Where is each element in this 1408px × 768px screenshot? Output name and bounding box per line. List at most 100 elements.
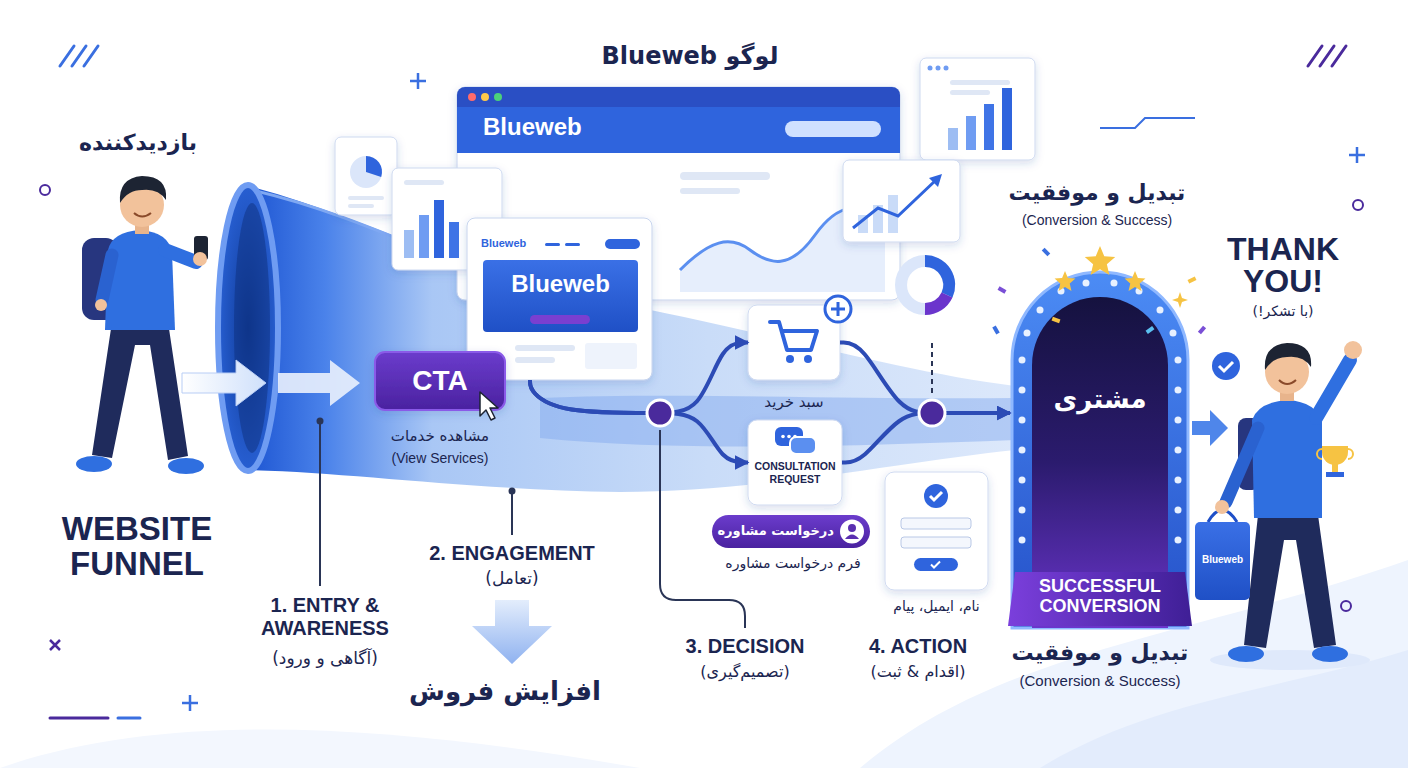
success-arch-part-part xyxy=(1175,417,1182,424)
success-arch-part-part xyxy=(1019,417,1026,424)
visitor-label: بازدیدکننده xyxy=(79,130,197,156)
chart-card-part xyxy=(1002,88,1012,150)
consultation-pill-part xyxy=(840,520,864,544)
confetti-part xyxy=(1188,276,1197,283)
decoration-part-part xyxy=(72,46,86,66)
stage-subtitle-box: (تصمیم‌گیری) xyxy=(700,662,789,681)
funnel xyxy=(218,185,1015,492)
visitor-figure xyxy=(76,176,208,474)
dashed-leader xyxy=(931,343,933,397)
cart-card-part xyxy=(825,296,851,322)
leader-lines-part xyxy=(320,424,745,628)
visitor-figure-part xyxy=(102,255,112,300)
stage-title: 3. DECISION xyxy=(686,634,805,658)
arch-label-box: مشتری xyxy=(1014,384,1186,415)
browser-window: Blueweb xyxy=(457,87,900,300)
stage-title-box: 4. ACTION xyxy=(869,634,967,658)
growth-card-part xyxy=(929,174,942,187)
browser-window-part xyxy=(468,93,476,101)
customer-figure-part xyxy=(1244,515,1336,648)
stage-subtitle: (اقدام & ثبت) xyxy=(871,662,966,681)
decoration-part xyxy=(182,695,198,711)
browser-window-part xyxy=(481,93,489,101)
pie-card-part xyxy=(335,137,397,215)
cta-caption-box: (View Services) xyxy=(392,450,489,467)
exit-arrow xyxy=(1192,410,1228,446)
leader-lines-part-part xyxy=(319,424,321,586)
banner-label-box: SUCCESSFUL CONVERSION xyxy=(1018,576,1182,616)
logo-title: لوگو Blueweb xyxy=(602,42,779,71)
browser-window-part xyxy=(680,172,770,180)
landing-page-card-part xyxy=(585,343,637,369)
cta-caption: (View Services) xyxy=(392,450,489,467)
visitor-figure-part xyxy=(95,299,107,311)
success-arch-part-part xyxy=(1024,330,1031,337)
success-subtitle-box: (Conversion & Success) xyxy=(1022,212,1172,229)
bar-card-part xyxy=(434,200,444,258)
consultation-pill-part xyxy=(848,524,856,532)
bar-card-part xyxy=(419,215,429,258)
stage-subtitle-box: (آگاهی و ورود) xyxy=(272,648,378,668)
browser-window-part xyxy=(785,121,881,137)
pie-card-part xyxy=(348,196,384,200)
success-arch-part-part xyxy=(1083,280,1090,287)
chart-card-part xyxy=(966,116,976,150)
success-arch-part-part xyxy=(1175,507,1182,514)
stage-subtitle: (آگاهی و ورود) xyxy=(272,648,378,668)
bar-card-part xyxy=(449,222,459,258)
decoration-part xyxy=(1100,118,1195,128)
success-arch-part-part xyxy=(1157,307,1164,314)
landing-page-card-part xyxy=(605,239,640,249)
donut-chart-part xyxy=(901,261,949,309)
browser-window-part xyxy=(680,188,740,194)
bag-label: Blueweb xyxy=(1199,554,1246,566)
chart-card-part xyxy=(920,58,1035,160)
cta-caption: مشاهده خدمات xyxy=(391,427,489,445)
visitor-figure-part xyxy=(168,458,204,474)
stage-subtitle: (تصمیم‌گیری) xyxy=(700,662,789,681)
stage-title: 4. ACTION xyxy=(869,634,967,658)
chart-card-part xyxy=(948,128,958,150)
consultation-card-part xyxy=(787,435,791,439)
decoration-part xyxy=(1308,46,1346,66)
thank-you-subtitle-box: (با تشکر!) xyxy=(1253,303,1314,320)
success-arch-part-part xyxy=(1019,357,1026,364)
success-arch-part-part xyxy=(1175,357,1182,364)
form-card-part xyxy=(930,492,942,500)
customer-figure-part xyxy=(1219,362,1233,371)
card-label-box: CONSULTATION REQUEST xyxy=(752,460,838,485)
stage-title-box: 2. ENGAGEMENT xyxy=(429,541,595,565)
pie-card-part xyxy=(366,156,382,177)
form-card: نام، ایمیل، پیام xyxy=(885,472,988,590)
button-label-box: CTA xyxy=(379,364,501,398)
stage-subtitle: (تعامل) xyxy=(485,568,538,588)
success-arch-part-part xyxy=(1037,307,1044,314)
merge-junction xyxy=(919,400,945,426)
pie-card-part xyxy=(350,156,382,188)
chart-card-part xyxy=(984,104,994,150)
flow-connector xyxy=(530,380,748,463)
decoration-part xyxy=(1341,601,1351,611)
customer-figure-part xyxy=(1265,343,1311,370)
cta-caption-box: مشاهده خدمات xyxy=(391,427,489,445)
landing-page-card-part xyxy=(515,357,555,363)
decoration xyxy=(40,46,1365,718)
button-label: CTA xyxy=(379,364,501,398)
chart-card-part xyxy=(936,66,941,71)
success-arch xyxy=(1008,272,1192,628)
donut-chart xyxy=(901,261,949,309)
growth-card xyxy=(843,160,960,242)
cart-card-part xyxy=(770,322,817,350)
brand-name: Blueweb xyxy=(481,237,648,250)
cta-button xyxy=(375,352,505,420)
chart-card-part xyxy=(944,66,949,71)
brand-name: Blueweb xyxy=(483,113,896,142)
decoration-part-part xyxy=(84,46,98,66)
success-title-box: تبدیل و موفقیت xyxy=(1012,640,1189,666)
consultation-pill xyxy=(712,515,870,548)
customer-figure-part xyxy=(1312,646,1348,662)
thank-you-subtitle: (با تشکر!) xyxy=(1253,303,1314,320)
